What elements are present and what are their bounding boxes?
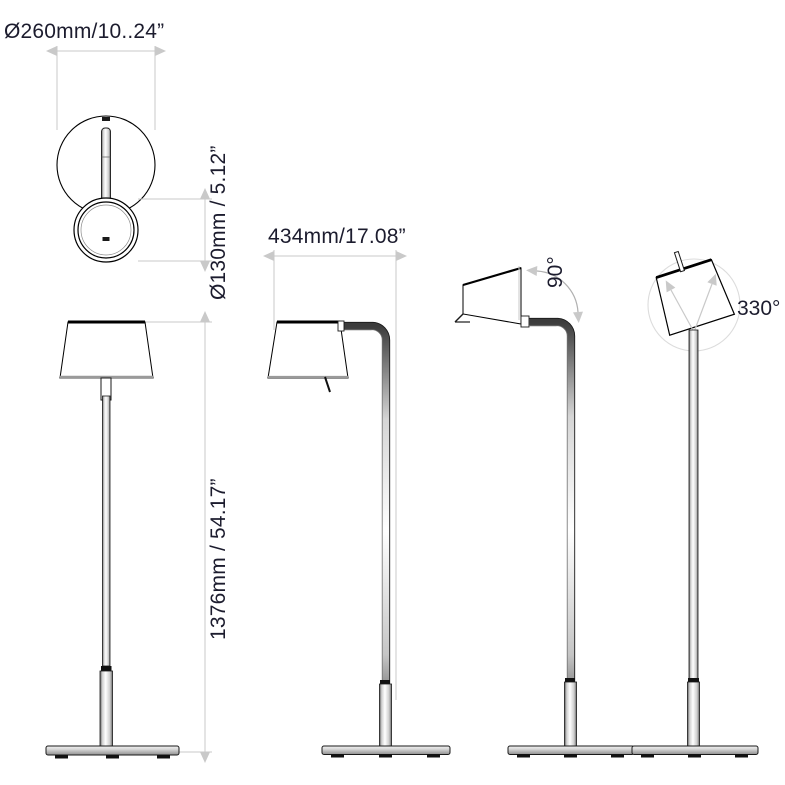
base-foot-left bbox=[517, 754, 530, 758]
angle-label-rotation: 330° bbox=[737, 297, 780, 320]
base-foot-right bbox=[611, 754, 624, 758]
dimension-reach: 434mm/17.08” bbox=[263, 225, 407, 700]
view-shade-rotated: 330° bbox=[631, 250, 780, 758]
view-shade-tilted: 90° bbox=[454, 256, 635, 758]
dimension-label-diameter-shade: Ø130mm / 5.12” bbox=[207, 145, 230, 300]
base-foot-center bbox=[379, 754, 392, 758]
shade-pin bbox=[324, 376, 331, 393]
angle-label-tilt: 90° bbox=[544, 256, 567, 288]
shade-pin bbox=[102, 237, 110, 241]
shade-joint bbox=[337, 320, 345, 332]
stem-collar bbox=[101, 666, 112, 672]
base-foot-right bbox=[157, 755, 170, 759]
base-foot-center bbox=[564, 754, 577, 758]
base-foot-center bbox=[688, 754, 701, 758]
arm-horizontal bbox=[342, 322, 390, 700]
base-foot-left bbox=[641, 754, 654, 758]
base-plate bbox=[45, 745, 180, 756]
base-foot-right bbox=[427, 754, 440, 758]
stem-collar bbox=[380, 680, 390, 685]
stem-lower bbox=[687, 681, 700, 747]
stem-upper bbox=[688, 329, 699, 683]
dimension-label-reach: 434mm/17.08” bbox=[268, 225, 406, 248]
rotation-arrow-right bbox=[693, 273, 717, 333]
view-side-reach bbox=[267, 320, 451, 758]
lamp-shade bbox=[267, 321, 349, 379]
stem-lower bbox=[99, 670, 113, 752]
angle-arc bbox=[526, 266, 583, 323]
base-plate bbox=[321, 745, 451, 755]
rotation-arrow-left bbox=[665, 280, 695, 333]
stem-upper bbox=[102, 395, 111, 667]
arm-outline-outer bbox=[342, 321, 391, 700]
base-foot-left bbox=[55, 755, 68, 759]
cable-nub bbox=[102, 117, 110, 121]
shade-inner-circle bbox=[77, 201, 135, 259]
stem-lower bbox=[564, 681, 577, 747]
lamp-shade bbox=[59, 321, 154, 379]
shade-joint bbox=[520, 315, 530, 328]
arm-outline-inner bbox=[529, 325, 568, 700]
base-foot-right bbox=[735, 754, 748, 758]
base-foot-left bbox=[331, 754, 344, 758]
dimension-label-height: 1376mm / 54.17” bbox=[207, 478, 230, 640]
shade-inner-ring bbox=[80, 204, 132, 256]
stem-collar bbox=[565, 678, 575, 683]
shade-pin bbox=[454, 313, 464, 323]
arm-outline-inner bbox=[342, 329, 383, 700]
stem-lower bbox=[379, 683, 392, 747]
view-front-elevation bbox=[45, 320, 180, 759]
stem-collar bbox=[688, 678, 699, 683]
annotation-tilt-angle: 90° bbox=[518, 256, 583, 323]
shade-rim-edge bbox=[462, 266, 522, 287]
base-foot-center bbox=[106, 755, 119, 759]
dimension-diameter-base: Ø260mm/10..24” bbox=[4, 20, 166, 130]
shade-stem-pin bbox=[673, 250, 686, 273]
annotation-rotation-arrows bbox=[665, 273, 717, 333]
base-plate bbox=[507, 745, 635, 755]
dimension-label-diameter-base: Ø260mm/10..24” bbox=[4, 20, 164, 43]
view-top bbox=[56, 115, 156, 263]
base-plate bbox=[631, 745, 759, 755]
dimension-diameter-shade: Ø130mm / 5.12” bbox=[138, 145, 230, 300]
